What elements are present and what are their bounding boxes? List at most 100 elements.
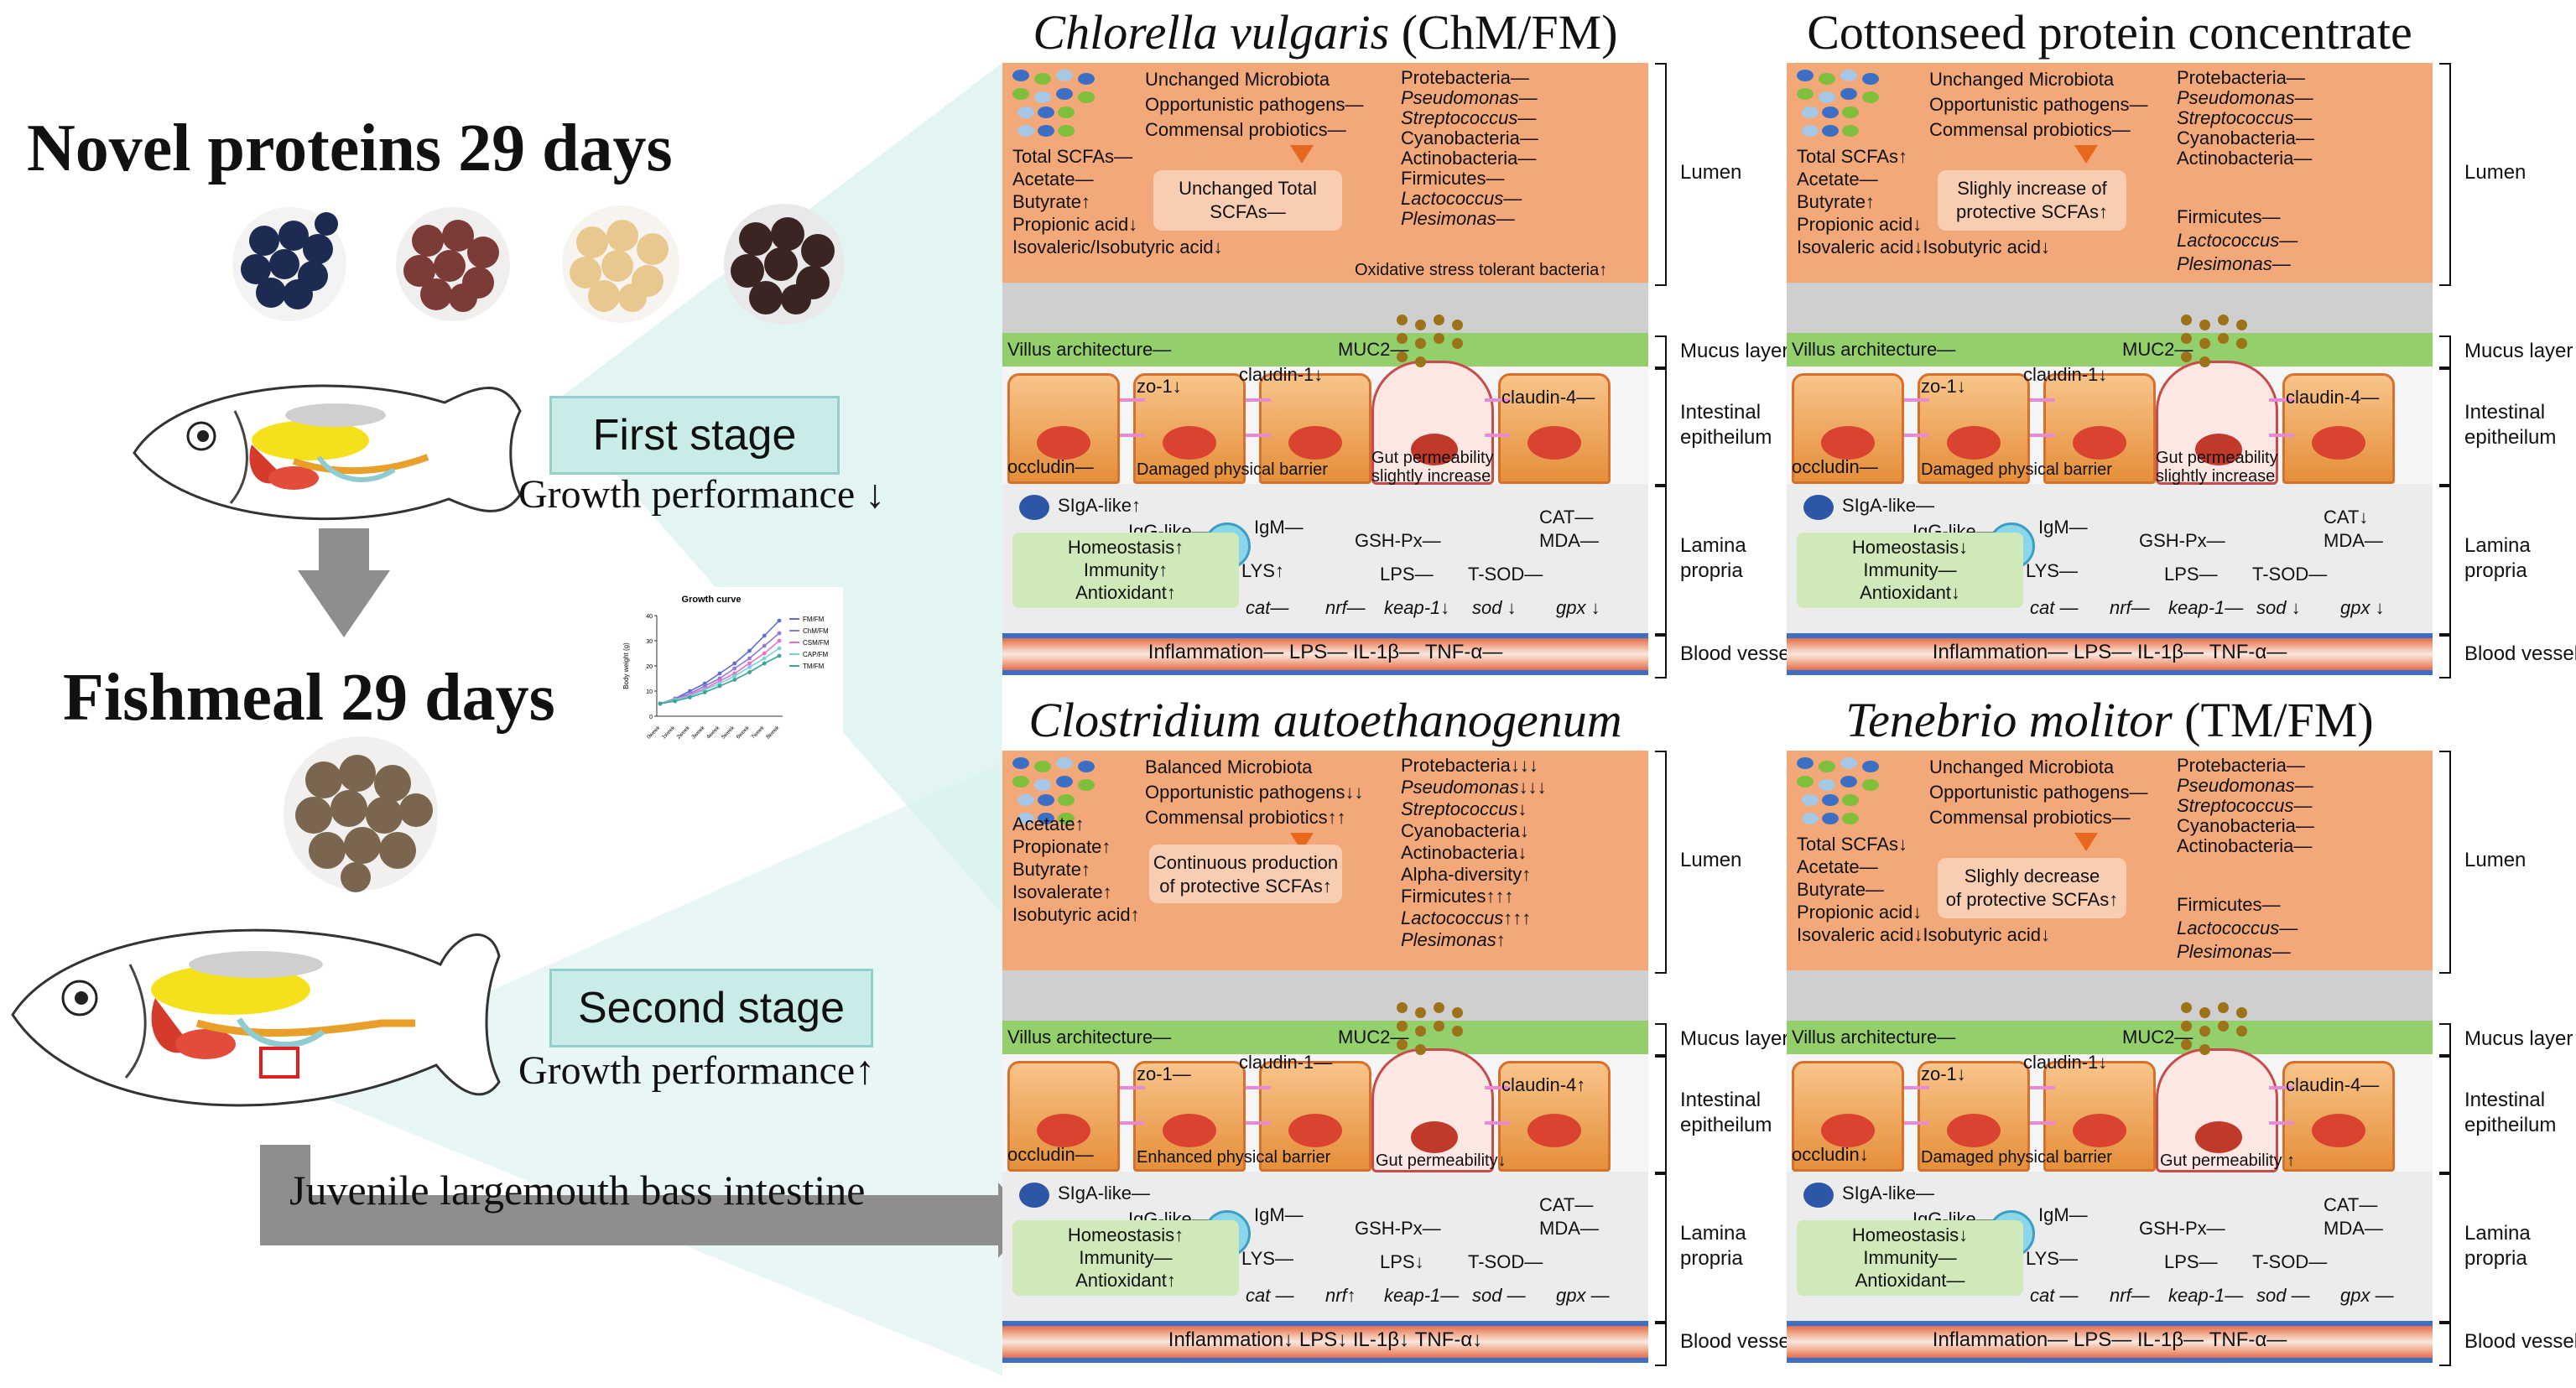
chart-point [702, 690, 707, 694]
scfa-line: Total SCFAs↑ [1797, 146, 1908, 167]
siga-label: SIgA-like— [1842, 1183, 1935, 1203]
chart-point [747, 665, 752, 669]
lumen-side-label: Lumen [1680, 849, 1742, 871]
gene-label: gpx — [2340, 1285, 2394, 1306]
mucin-granule [2181, 1021, 2192, 1032]
mucus-side-label: Mucus layer [1680, 1027, 1789, 1050]
taxa-line: Cyanobacteria— [2177, 815, 2314, 836]
blood-vessel-region [1002, 1321, 1648, 1363]
chart-point [732, 666, 737, 671]
scfa-line: Isovaleric acid↓Isobutyric acid↓ [1797, 237, 2051, 257]
transition-arrow-down [298, 528, 390, 637]
cell-nucleus [1288, 426, 1342, 460]
mucin-granule [2199, 356, 2210, 367]
siga-cell-icon [1803, 495, 1834, 520]
chart-ylabel: Body weight (g) [622, 642, 630, 689]
gene-label: nrf— [2110, 1285, 2150, 1306]
igm-label: IgM— [1254, 1204, 1304, 1225]
chart-series-line [659, 620, 780, 704]
bracket-epithelium [2439, 1054, 2451, 1175]
chart-point [762, 643, 767, 648]
scfa-line: Acetate— [1012, 169, 1094, 190]
microbe-icon [1840, 88, 1857, 100]
chart-xtick-label: 0week [646, 725, 662, 741]
chart-xtick-label: 5week [721, 725, 736, 741]
microbe-icon [1017, 813, 1034, 824]
cell-nucleus [1037, 1114, 1090, 1147]
tsod-label: T-SOD— [1468, 1251, 1543, 1272]
permeability-label: Gut permeability [1371, 449, 1494, 467]
microbe-icon [1840, 776, 1857, 788]
bracket-lumen [1655, 751, 1667, 974]
mucin-granule [2236, 338, 2247, 349]
blood-line: Inflammation— LPS— IL-1β— TNF-α— [1932, 1328, 2287, 1351]
blood-vessel-region [1787, 633, 2433, 675]
mda-label: MDA— [1539, 1218, 1599, 1239]
chart-point [673, 699, 678, 704]
status-line: Homeostasis↑ [1067, 537, 1184, 558]
enterocyte-cell [2043, 373, 2156, 484]
barrier-label: Damaged physical barrier [1921, 460, 2112, 479]
chart-point [762, 661, 767, 666]
microbe-icon [1819, 779, 1835, 791]
mucin-granule [1397, 1039, 1408, 1050]
lumen-side-label: Lumen [2464, 849, 2527, 871]
bracket-mucus [1655, 335, 1667, 370]
villus-label: Villus architecture— [1792, 339, 1956, 360]
microbe-icon [1840, 70, 1857, 81]
goblet-cell [2156, 1048, 2278, 1172]
cell-nucleus [1821, 426, 1875, 460]
permeability-label: Gut permeability [2156, 449, 2278, 467]
mucus-side-label: Mucus layer [2464, 339, 2573, 362]
scfa-line: Butyrate↑ [1797, 191, 1875, 212]
bracket-blood [1655, 1321, 1667, 1366]
microbiota-line: Commensal probiotics— [1929, 119, 2131, 140]
goblet-nucleus [2195, 1121, 2242, 1153]
mucus-region [1787, 333, 2433, 366]
lps-label: LPS— [1380, 564, 1434, 585]
panel-cap: Clostridium autoethanogenum (CAP/FM)Bala… [1002, 693, 1648, 1388]
goblet-cell [1371, 361, 1494, 485]
chart-legend-label: ChM/FM [803, 627, 829, 635]
microbe-icon [1822, 125, 1839, 137]
scfa-box-line: of protective SCFAs↑ [1945, 889, 2119, 910]
mucin-granule [1397, 333, 1408, 344]
chart-point [717, 671, 722, 676]
mucin-granule [2236, 320, 2247, 330]
scfa-line: Total SCFAs— [1012, 146, 1133, 167]
tsod-label: T-SOD— [2252, 564, 2328, 585]
microbe-icon [1797, 757, 1814, 769]
enterocyte-cell [1259, 1061, 1371, 1172]
scfa-line: Acetate— [1797, 856, 1878, 877]
status-line: Homeostasis↑ [1067, 1224, 1184, 1245]
chart-series-line [659, 632, 780, 704]
enterocyte-cell [2282, 1061, 2395, 1172]
tight-junction-icon [1485, 398, 1510, 437]
taxa-line: Pseudomonas— [1401, 87, 1538, 108]
microbe-icon [1034, 91, 1051, 103]
cell-nucleus [1288, 1114, 1342, 1147]
bracket-lamina [1655, 484, 1667, 637]
microbe-icon [1012, 88, 1029, 100]
gene-label: nrf— [2110, 597, 2150, 618]
mucin-granule [1415, 356, 1426, 367]
bracket-epithelium [1655, 366, 1667, 487]
status-line: Antioxidant— [1855, 1270, 1965, 1291]
microbe-icon [1802, 813, 1819, 824]
scfa-box-line: Continuous production [1153, 852, 1339, 873]
gene-label: gpx — [1556, 1285, 1610, 1306]
permeability-label: Gut permeability↓ [1376, 1151, 1507, 1170]
taxa-line: Protebacteria— [2177, 755, 2305, 776]
bracket-blood [1655, 633, 1667, 678]
scfa-line: Acetate— [1797, 169, 1878, 190]
mucin-granule [1434, 315, 1444, 325]
chart-point [732, 678, 737, 682]
scfa-line: Total SCFAs↓ [1797, 834, 1908, 855]
enterocyte-cell [1792, 1061, 1904, 1172]
bracket-epithelium [1655, 1054, 1667, 1175]
zo1-label: zo-1— [1137, 1063, 1191, 1084]
